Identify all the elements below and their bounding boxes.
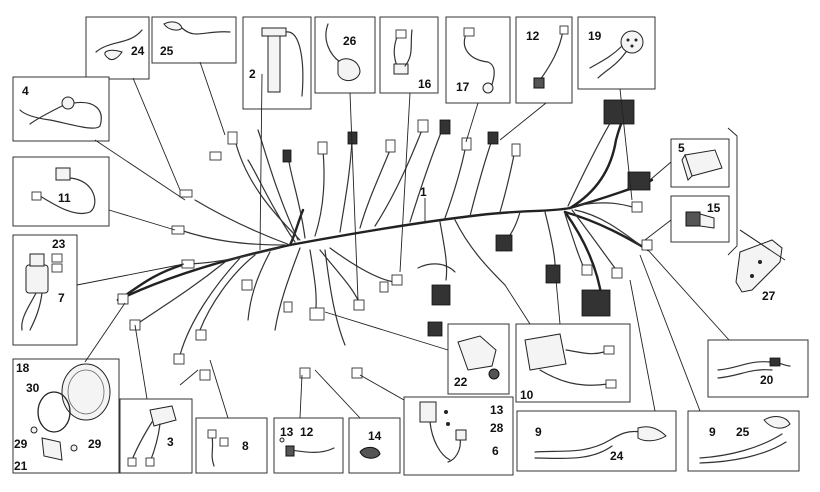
- callout-12b: 12: [300, 425, 314, 439]
- callout-29b: 29: [88, 437, 102, 451]
- callout-7: 7: [58, 291, 65, 305]
- callout-27: 27: [762, 289, 776, 303]
- callout-labels: 1 2 3 4 5 6 7 8 9 9 10 11 12 12 13 13 14…: [14, 29, 776, 473]
- callout-9a: 9: [535, 425, 542, 439]
- callout-3: 3: [167, 435, 174, 449]
- inset-part-13-28-6: [403, 396, 514, 476]
- callout-14: 14: [368, 429, 382, 443]
- callout-19: 19: [588, 29, 602, 43]
- callout-11: 11: [58, 191, 71, 205]
- inset-part-27: [727, 127, 783, 293]
- callout-6: 6: [492, 444, 499, 458]
- callout-25a: 25: [160, 44, 174, 58]
- inset-part-11: [12, 156, 110, 227]
- callout-16: 16: [418, 77, 432, 91]
- inset-part-26: [314, 16, 376, 94]
- callout-8: 8: [242, 439, 249, 453]
- callout-18: 18: [16, 361, 30, 375]
- callout-9b: 9: [709, 425, 716, 439]
- inset-part-10: [515, 323, 631, 403]
- callout-23: 23: [52, 237, 66, 251]
- callout-29a: 29: [14, 437, 28, 451]
- callout-13a: 13: [490, 403, 504, 417]
- leader-lines: [76, 61, 786, 419]
- inset-part-25-top: [151, 16, 237, 64]
- callout-5: 5: [678, 141, 685, 155]
- callout-4: 4: [22, 84, 29, 98]
- inset-part-16: [379, 16, 439, 94]
- inset-part-8: [195, 417, 268, 474]
- callout-22: 22: [454, 375, 468, 389]
- inset-part-24-bottom: [516, 410, 677, 472]
- callout-17: 17: [456, 80, 470, 94]
- callout-25b: 25: [736, 425, 750, 439]
- inset-part-2: [242, 16, 312, 110]
- inset-part-12-top: [515, 16, 573, 104]
- harness-connectors: [117, 99, 653, 381]
- inset-part-25-bottom: [687, 410, 800, 472]
- inset-part-4: [12, 76, 110, 142]
- callout-1: 1: [420, 185, 427, 199]
- callout-24a: 24: [131, 44, 145, 58]
- callout-26: 26: [343, 34, 357, 48]
- inset-part-7-23: [12, 234, 78, 346]
- callout-13b: 13: [280, 425, 294, 439]
- inset-part-headlight: [12, 358, 120, 474]
- callout-21: 21: [14, 459, 28, 473]
- callout-28: 28: [490, 421, 504, 435]
- inset-part-13-12-bottom: [273, 417, 344, 474]
- callout-10: 10: [520, 388, 534, 402]
- inset-part-22: [447, 323, 510, 395]
- inset-part-5: [670, 138, 730, 188]
- callout-12a: 12: [526, 29, 540, 43]
- callout-2: 2: [249, 67, 256, 81]
- callout-20: 20: [760, 373, 774, 387]
- inset-part-17: [445, 16, 511, 104]
- inset-part-15: [670, 195, 730, 243]
- callout-15: 15: [707, 201, 721, 215]
- inset-part-20: [707, 339, 809, 398]
- inset-part-3: [119, 398, 193, 474]
- callout-30: 30: [26, 381, 40, 395]
- inset-part-14: [348, 417, 401, 474]
- callout-24b: 24: [610, 449, 624, 463]
- inset-part-19: [577, 16, 656, 90]
- main-wiring-harness: [116, 102, 654, 356]
- inset-part-24-top: [85, 16, 150, 80]
